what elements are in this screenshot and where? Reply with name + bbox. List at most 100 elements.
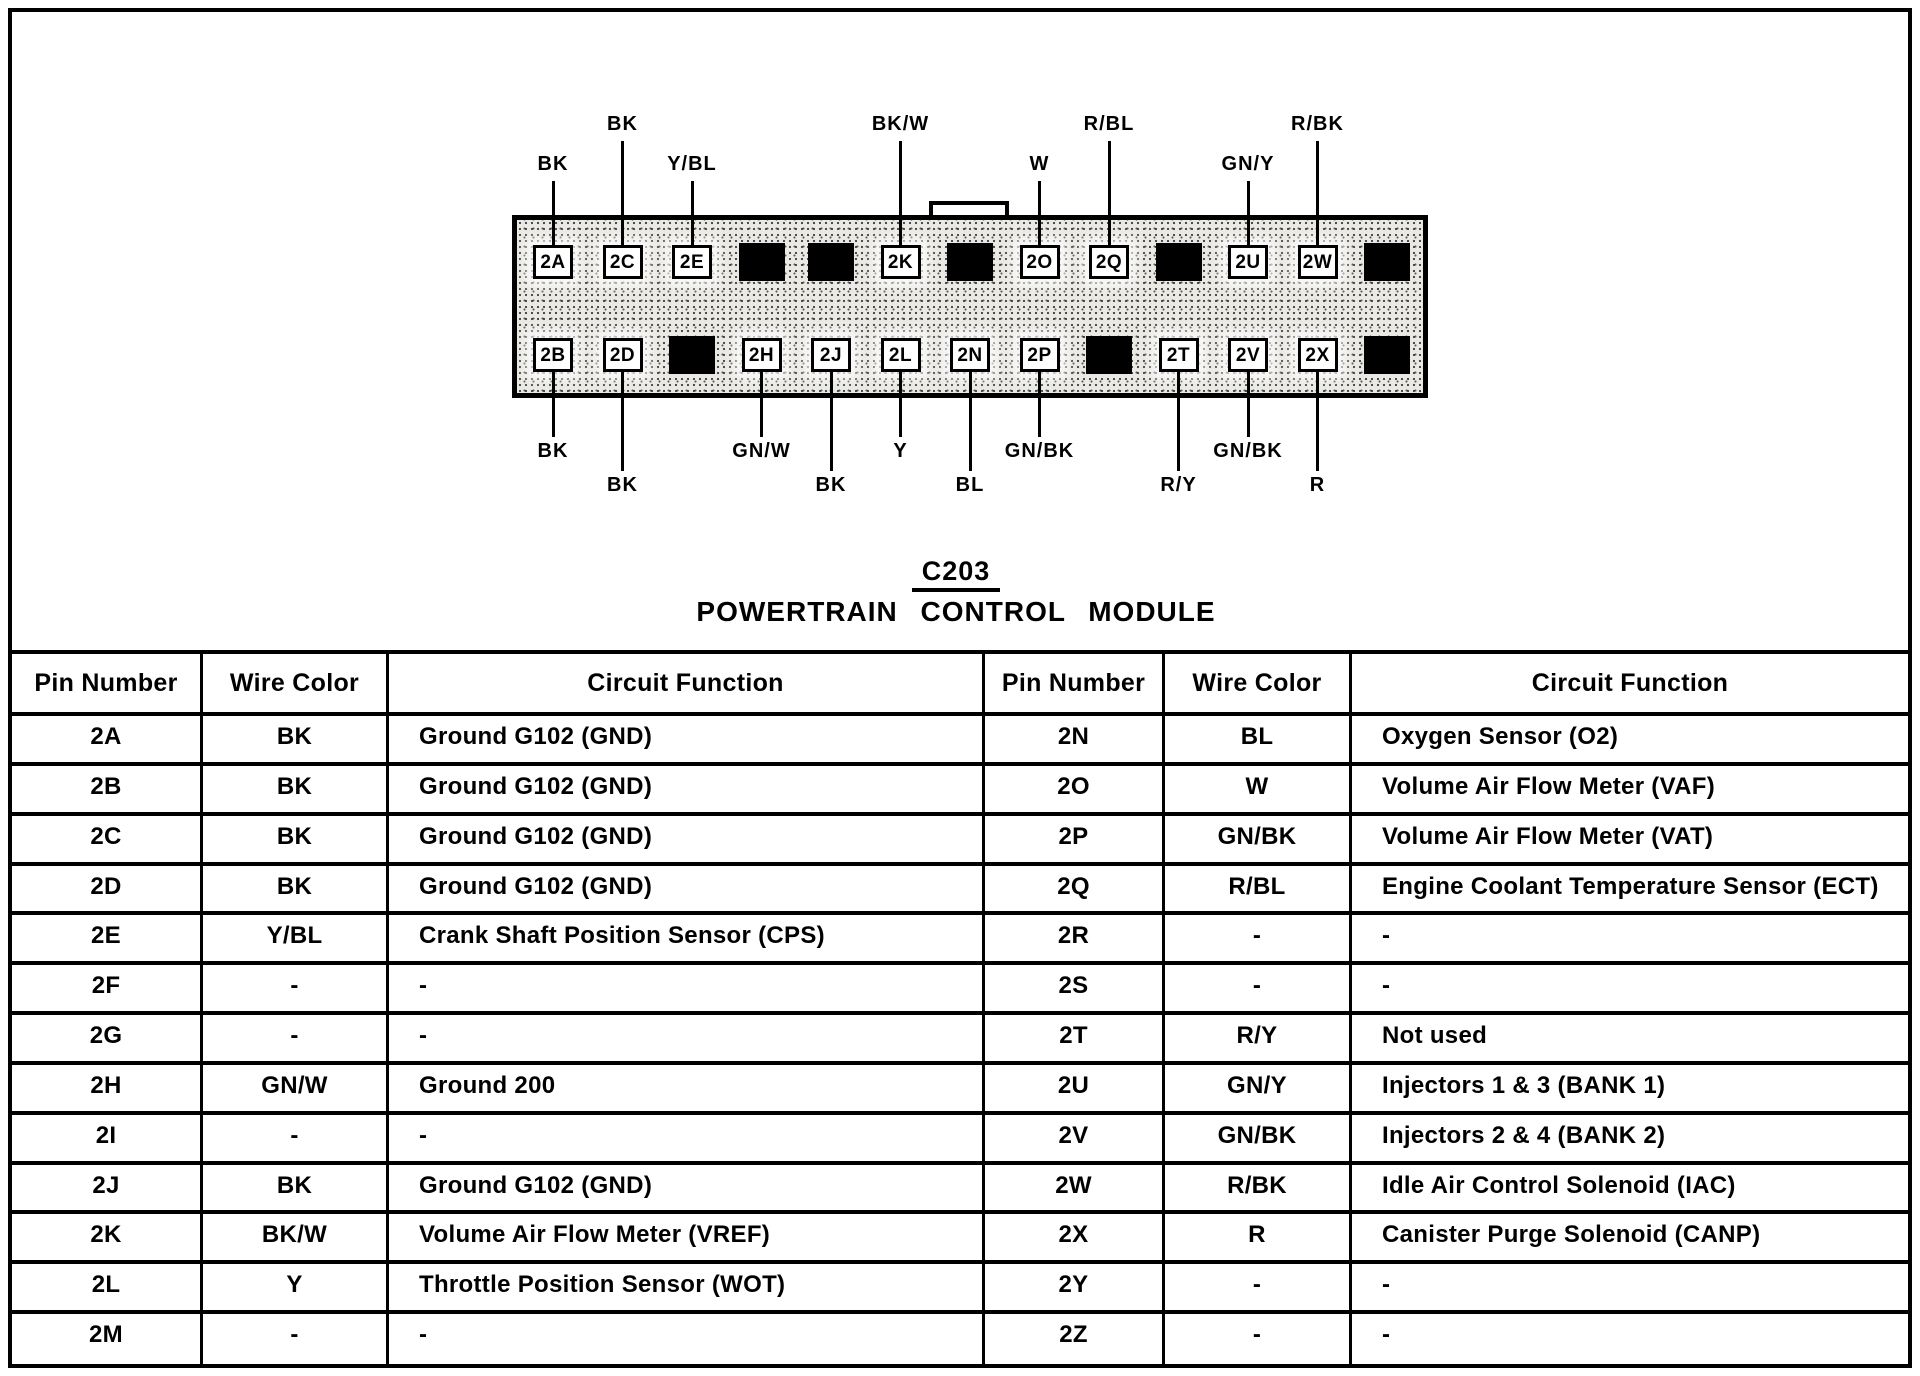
- blocked-pin-box: [1155, 243, 1202, 281]
- circuit-function-cell: Volume Air Flow Meter (VAF): [1352, 766, 1908, 816]
- circuit-function-cell: Throttle Position Sensor (WOT): [389, 1264, 985, 1315]
- wire-color-cell: -: [203, 1314, 389, 1364]
- pin-number-cell: 2H: [12, 1064, 203, 1115]
- wire-color-cell: -: [1165, 915, 1352, 966]
- wire-label-gn-y: GN/Y: [1221, 153, 1275, 175]
- wire-color-cell: GN/BK: [1165, 815, 1352, 866]
- pin-number-cell: 2G: [12, 1015, 203, 1065]
- pin-box-2w: 2W: [1297, 245, 1338, 279]
- leader-line: [1316, 141, 1319, 245]
- wire-color-cell: Y/BL: [203, 915, 389, 966]
- wire-color-cell: BK: [203, 765, 389, 816]
- pin-box-2o: 2O: [1019, 245, 1060, 279]
- pin-box-2u: 2U: [1228, 245, 1268, 279]
- circuit-function-cell: Ground G102 (GND): [389, 765, 985, 816]
- circuit-function-cell: Volume Air Flow Meter (VREF): [389, 1214, 985, 1265]
- pin-box-2h: 2H: [741, 338, 782, 372]
- pin-box-2n: 2N: [950, 338, 990, 372]
- circuit-function-cell: Ground G102 (GND): [389, 1164, 985, 1215]
- wire-color-cell: GN/BK: [1165, 1114, 1352, 1165]
- leader-line: [1177, 372, 1180, 471]
- blocked-pin-box: [1364, 336, 1410, 374]
- pin-box-2p: 2P: [1019, 338, 1060, 372]
- wire-label-bk: BK: [537, 440, 569, 462]
- pin-number-cell: 2L: [12, 1264, 203, 1315]
- wire-label-bk: BK: [537, 153, 569, 175]
- pin-box-2x: 2X: [1297, 338, 1338, 372]
- wire-label-gn-bk: GN/BK: [1213, 440, 1283, 462]
- wire-color-cell: -: [203, 965, 389, 1016]
- wire-color-cell: Y: [203, 1264, 389, 1315]
- wire-label-w: W: [1029, 153, 1050, 175]
- leader-line: [1038, 181, 1041, 245]
- pin-number-cell: 2C: [12, 815, 203, 866]
- wire-color-cell: W: [1165, 765, 1352, 816]
- wire-label-bk: BK: [607, 113, 638, 135]
- pin-box-2k: 2K: [880, 245, 921, 279]
- pin-box-2a: 2A: [533, 245, 573, 279]
- pin-number-cell: 2O: [985, 765, 1165, 816]
- pin-number-cell: 2S: [985, 965, 1165, 1016]
- leader-line: [551, 181, 555, 245]
- column-header-pin-number: Pin Number: [12, 654, 203, 716]
- leader-line: [621, 141, 624, 245]
- pin-number-cell: 2V: [985, 1114, 1165, 1165]
- wire-label-bk-w: BK/W: [871, 113, 930, 135]
- wire-color-cell: -: [1165, 965, 1352, 1016]
- circuit-function-cell: Ground 200: [389, 1064, 985, 1115]
- pin-number-cell: 2Y: [985, 1264, 1165, 1315]
- wire-color-cell: R/Y: [1165, 1015, 1352, 1065]
- wire-label-gn-w: GN/W: [732, 440, 791, 462]
- pin-number-cell: 2Q: [985, 865, 1165, 916]
- circuit-function-cell: Ground G102 (GND): [389, 815, 985, 866]
- pin-box-2j: 2J: [811, 338, 851, 372]
- leader-line: [1107, 141, 1111, 245]
- pin-number-cell: 2I: [12, 1114, 203, 1165]
- leader-line: [899, 372, 902, 437]
- column-header-pin-number: Pin Number: [985, 654, 1165, 716]
- leader-line: [899, 141, 902, 245]
- circuit-function-cell: -: [389, 1314, 985, 1364]
- leader-line: [760, 372, 763, 437]
- wire-color-cell: BK: [203, 1164, 389, 1215]
- pin-box-2e: 2E: [672, 245, 712, 279]
- wire-color-cell: GN/W: [203, 1064, 389, 1115]
- circuit-function-cell: Oxygen Sensor (O2): [1352, 716, 1908, 766]
- leader-line: [1246, 372, 1250, 437]
- circuit-function-cell: Injectors 1 & 3 (BANK 1): [1352, 1065, 1908, 1115]
- wire-color-cell: -: [203, 1114, 389, 1165]
- pin-number-cell: 2N: [985, 716, 1165, 766]
- pin-box-2l: 2L: [880, 338, 921, 372]
- wire-label-r-bl: R/BL: [1083, 113, 1135, 135]
- pin-number-cell: 2P: [985, 815, 1165, 866]
- wire-label-r-bk: R/BK: [1291, 113, 1344, 135]
- pin-box-2d: 2D: [602, 338, 643, 372]
- pin-number-cell: 2B: [12, 765, 203, 816]
- wire-color-cell: BK: [203, 815, 389, 866]
- wire-color-cell: BK/W: [203, 1214, 389, 1265]
- connector-name-label: POWERTRAIN CONTROL MODULE: [696, 596, 1216, 627]
- circuit-function-cell: Canister Purge Solenoid (CANP): [1352, 1214, 1908, 1265]
- pin-box-2b: 2B: [533, 338, 573, 372]
- leader-line: [1246, 181, 1250, 245]
- wire-label-bk: BK: [815, 474, 847, 496]
- wire-label-r: R: [1309, 474, 1326, 496]
- leader-line: [690, 181, 694, 245]
- pin-number-cell: 2M: [12, 1314, 203, 1364]
- leader-line: [621, 372, 624, 471]
- blocked-pin-box: [738, 243, 785, 281]
- wire-label-r-y: R/Y: [1160, 474, 1197, 496]
- pin-box-2q: 2Q: [1089, 245, 1129, 279]
- pin-number-cell: 2F: [12, 965, 203, 1016]
- wire-label-y-bl: Y/BL: [667, 153, 717, 175]
- leader-line: [829, 372, 833, 471]
- pin-number-cell: 2Z: [985, 1314, 1165, 1364]
- circuit-function-cell: Not used: [1352, 1015, 1908, 1065]
- pin-number-cell: 2X: [985, 1214, 1165, 1265]
- column-header-wire-color: Wire Color: [203, 654, 389, 716]
- wire-label-y: Y: [893, 440, 908, 462]
- circuit-function-cell: -: [389, 1015, 985, 1065]
- column-header-circuit-function: Circuit Function: [1352, 654, 1908, 716]
